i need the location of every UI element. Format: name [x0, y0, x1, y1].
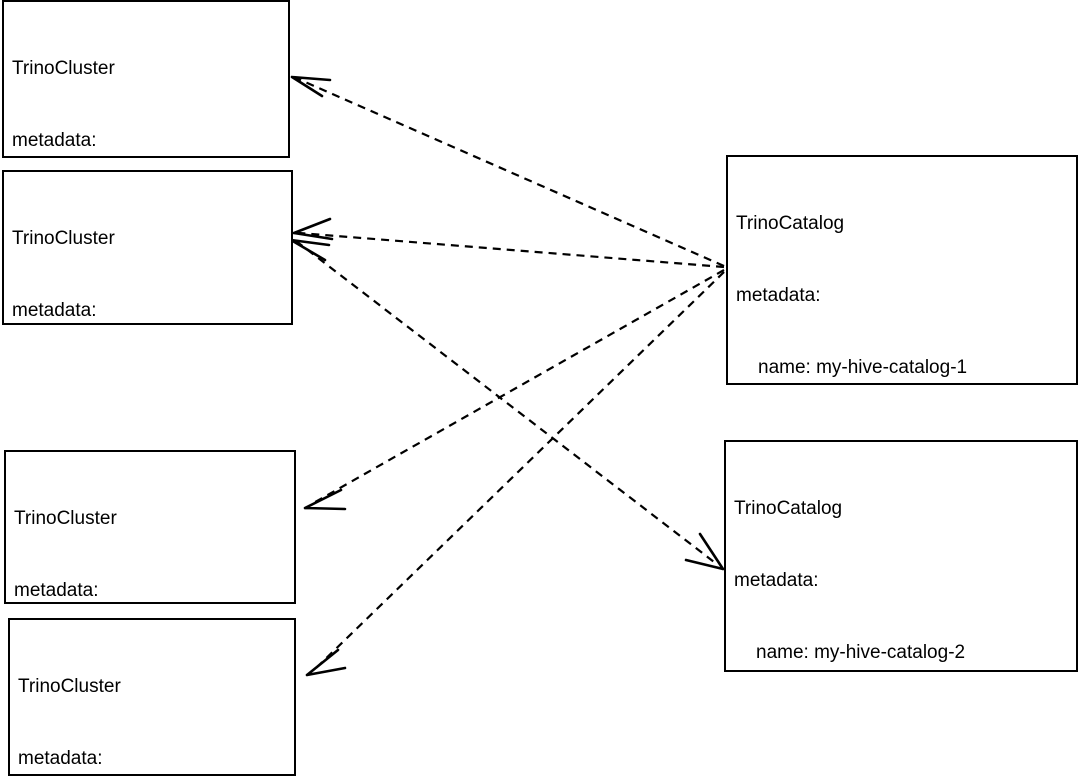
node-body: TrinoCluster metadata: name: my-trino-gr…: [10, 620, 294, 774]
edge-catalog1-to-cluster-my-trino-2: [292, 217, 725, 269]
code-line: TrinoCatalog: [736, 213, 845, 234]
code-line: metadata:: [734, 570, 819, 591]
node-body: TrinoCatalog metadata: name: my-hive-cat…: [728, 157, 1076, 383]
code-line: name: my-hive-catalog-2: [756, 642, 966, 663]
edge-catalog1-to-cluster-my-trino-blue: [303, 269, 725, 511]
code-line: metadata:: [14, 580, 99, 601]
code-line: TrinoCluster: [14, 508, 117, 529]
edge-catalog1-to-cluster-my-trino-green: [305, 271, 725, 677]
code-line: metadata:: [12, 300, 97, 321]
code-line: TrinoCluster: [12, 58, 115, 79]
code-line: TrinoCluster: [12, 228, 115, 249]
code-line: name: my-hive-catalog-1: [758, 357, 968, 378]
node-trinocluster-my-trino-green[interactable]: TrinoCluster metadata: name: my-trino-gr…: [8, 618, 296, 776]
code-line: metadata:: [12, 130, 97, 151]
node-body: TrinoCluster metadata: name: my-trino-bl…: [6, 452, 294, 602]
code-line: TrinoCatalog: [734, 498, 843, 519]
node-body: TrinoCluster metadata: name: my-trino-2 …: [4, 172, 291, 323]
code-line: metadata:: [736, 285, 821, 306]
node-trinocluster-my-trino-2[interactable]: TrinoCluster metadata: name: my-trino-2 …: [2, 170, 293, 325]
node-trinocluster-my-trino-blue[interactable]: TrinoCluster metadata: name: my-trino-bl…: [4, 450, 296, 604]
edge-catalog1-to-cluster-my-trino: [290, 75, 725, 268]
edge-catalog2-to-cluster-my-trino-2: [289, 238, 725, 571]
code-line: metadata:: [18, 748, 103, 769]
node-body: TrinoCatalog metadata: name: my-hive-cat…: [726, 442, 1076, 670]
node-trinocatalog-my-hive-catalog-2[interactable]: TrinoCatalog metadata: name: my-hive-cat…: [724, 440, 1078, 672]
node-trinocluster-my-trino[interactable]: TrinoCluster metadata: name: my-trino ca…: [2, 0, 290, 158]
node-trinocatalog-my-hive-catalog-1[interactable]: TrinoCatalog metadata: name: my-hive-cat…: [726, 155, 1078, 385]
code-line: TrinoCluster: [18, 676, 121, 697]
node-body: TrinoCluster metadata: name: my-trino ca…: [4, 2, 288, 156]
